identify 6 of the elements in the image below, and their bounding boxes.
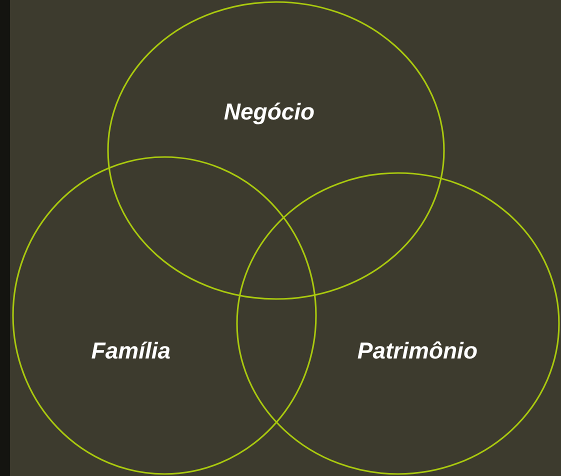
venn-ellipse bbox=[107, 1, 445, 300]
venn-ellipse bbox=[12, 156, 317, 475]
set-label: Negócio bbox=[224, 98, 315, 126]
set-label: Família bbox=[91, 337, 171, 364]
venn-ellipse bbox=[236, 172, 560, 475]
set-label: Patrimônio bbox=[357, 337, 478, 364]
